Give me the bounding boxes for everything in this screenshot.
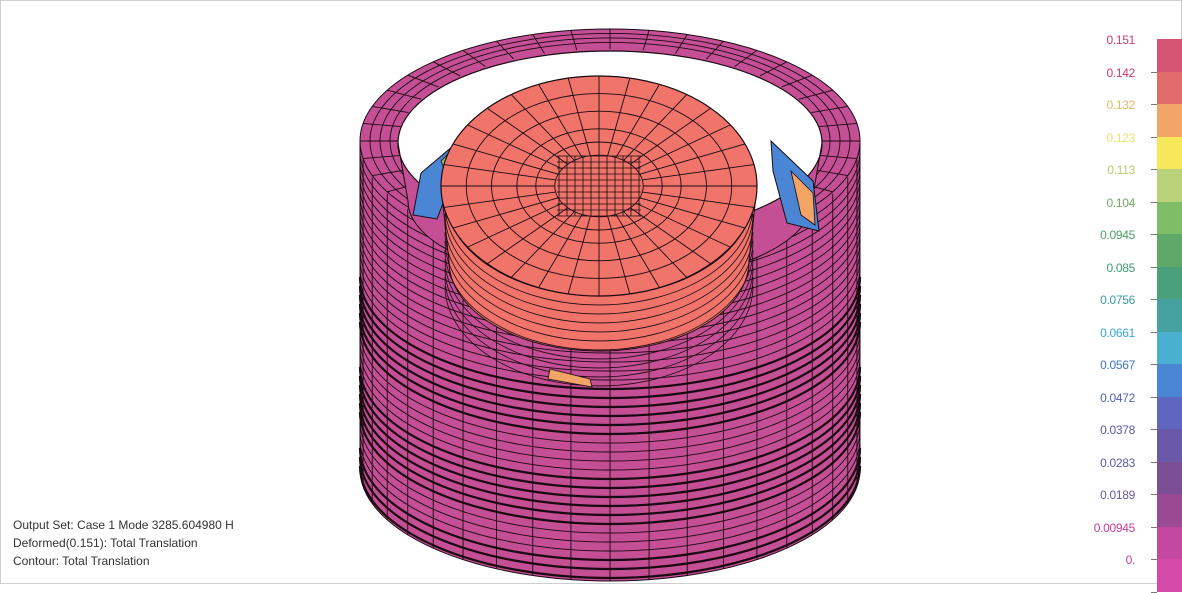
- legend-label: 0.085: [1106, 260, 1135, 275]
- piston-band-line: [444, 213, 754, 315]
- piston-band-line: [444, 231, 754, 333]
- deformation-patch-right-2: [790, 169, 816, 226]
- rim-radial-line: [734, 50, 758, 67]
- legend-tick: [1151, 494, 1157, 495]
- legend-swatch: [1157, 201, 1182, 234]
- piston-band-line: [444, 258, 754, 360]
- piston-band-line: [444, 249, 754, 351]
- legend-tick: [1151, 461, 1157, 463]
- rim-radial-line: [819, 123, 857, 128]
- piston-ring-line: [554, 154, 644, 218]
- legend-tick: [1151, 234, 1157, 235]
- rim-radial-line: [462, 50, 486, 67]
- legend-tick: [1151, 136, 1157, 138]
- rim-radial-line: [363, 154, 401, 159]
- rim-radial-line: [496, 40, 515, 60]
- rim-radial-line: [705, 40, 724, 60]
- legend-label: 0.104: [1106, 195, 1135, 210]
- legend-label: 0.: [1125, 553, 1136, 567]
- legend-swatch: [1157, 364, 1182, 397]
- piston-band-line: [444, 240, 754, 342]
- legend-swatch: [1157, 526, 1182, 559]
- legend-swatch: [1157, 104, 1182, 137]
- legend-swatch: [1157, 299, 1182, 332]
- legend-swatch: [1157, 559, 1182, 592]
- legend-swatch: [1157, 461, 1182, 494]
- legend-tick: [1151, 364, 1157, 365]
- output-set-text: Output Set: Case 1 Mode 3285.604980 H: [13, 518, 234, 532]
- output-info-panel: Output Set: Case 1 Mode 3285.604980 H De…: [13, 516, 234, 570]
- legend-swatch: [1157, 494, 1182, 527]
- legend-swatch: [1157, 71, 1182, 104]
- legend-label: 0.132: [1106, 98, 1135, 112]
- rim-radial-line: [532, 34, 545, 54]
- piston-band-line: [444, 267, 754, 369]
- legend-swatch: [1157, 331, 1182, 364]
- legend-swatch: [1157, 136, 1182, 169]
- rim-radial-line: [363, 123, 401, 128]
- legend-swatch: [1157, 234, 1182, 267]
- legend-tick: [1151, 299, 1157, 300]
- legend-tick: [1151, 429, 1157, 430]
- legend-tick: [1151, 266, 1157, 268]
- contour-text: Contour: Total Translation: [13, 554, 150, 568]
- legend-label: 0.113: [1107, 163, 1135, 177]
- legend-label: 0.0756: [1100, 293, 1135, 307]
- legend-label: 0.0945: [1100, 228, 1135, 242]
- legend-label: 0.142: [1106, 65, 1135, 80]
- legend-label: 0.123: [1106, 130, 1135, 145]
- rim-radial-line: [811, 105, 848, 114]
- rim-radial-line: [372, 105, 409, 114]
- legend-label: 0.0661: [1100, 325, 1135, 340]
- legend-tick: [1151, 396, 1157, 398]
- legend-swatch: [1157, 396, 1182, 429]
- legend-tick: [1151, 104, 1157, 105]
- rim-radial-line: [675, 34, 688, 54]
- piston-band-line: [444, 222, 754, 324]
- legend-label: 0.0283: [1100, 455, 1135, 470]
- legend-swatch: [1157, 169, 1182, 202]
- piston-ring-line: [516, 128, 682, 244]
- contour-legend: 0.151 0.142 0.132 0.123 0.113 0.104 0.0945 0.08…: [1081, 31, 1182, 593]
- legend-tick: [1151, 169, 1157, 170]
- deformed-text: Deformed(0.151): Total Translation: [13, 536, 198, 550]
- legend-label: 0.0567: [1100, 358, 1135, 372]
- piston-ring-line: [491, 110, 707, 262]
- legend-tick: [1151, 559, 1157, 560]
- rim-radial-line: [642, 30, 650, 51]
- legend-swatch: [1157, 266, 1182, 299]
- legend-label: 0.151: [1106, 33, 1135, 47]
- legend-tick: [1151, 526, 1157, 528]
- piston-ring-line: [535, 141, 663, 231]
- rim-radial-line: [819, 154, 857, 159]
- piston-ring-line: [465, 93, 733, 279]
- legend-swatch: [1157, 429, 1182, 462]
- legend-tick: [1151, 71, 1157, 73]
- rim-radial-line: [570, 30, 578, 51]
- legend-swatch: [1157, 39, 1182, 72]
- legend-label: 0.0378: [1100, 423, 1135, 437]
- legend-tick: [1151, 331, 1157, 333]
- deformation-patch-bottom: [547, 368, 593, 388]
- legend-label: 0.0189: [1100, 488, 1135, 502]
- legend-label: 0.00945: [1093, 520, 1136, 535]
- legend-tick: [1151, 591, 1157, 593]
- piston-band-line: [444, 285, 754, 387]
- piston-band-line: [444, 204, 754, 306]
- piston-band-line: [444, 276, 754, 378]
- legend-label: 0.0472: [1100, 390, 1135, 405]
- legend-tick: [1151, 201, 1157, 203]
